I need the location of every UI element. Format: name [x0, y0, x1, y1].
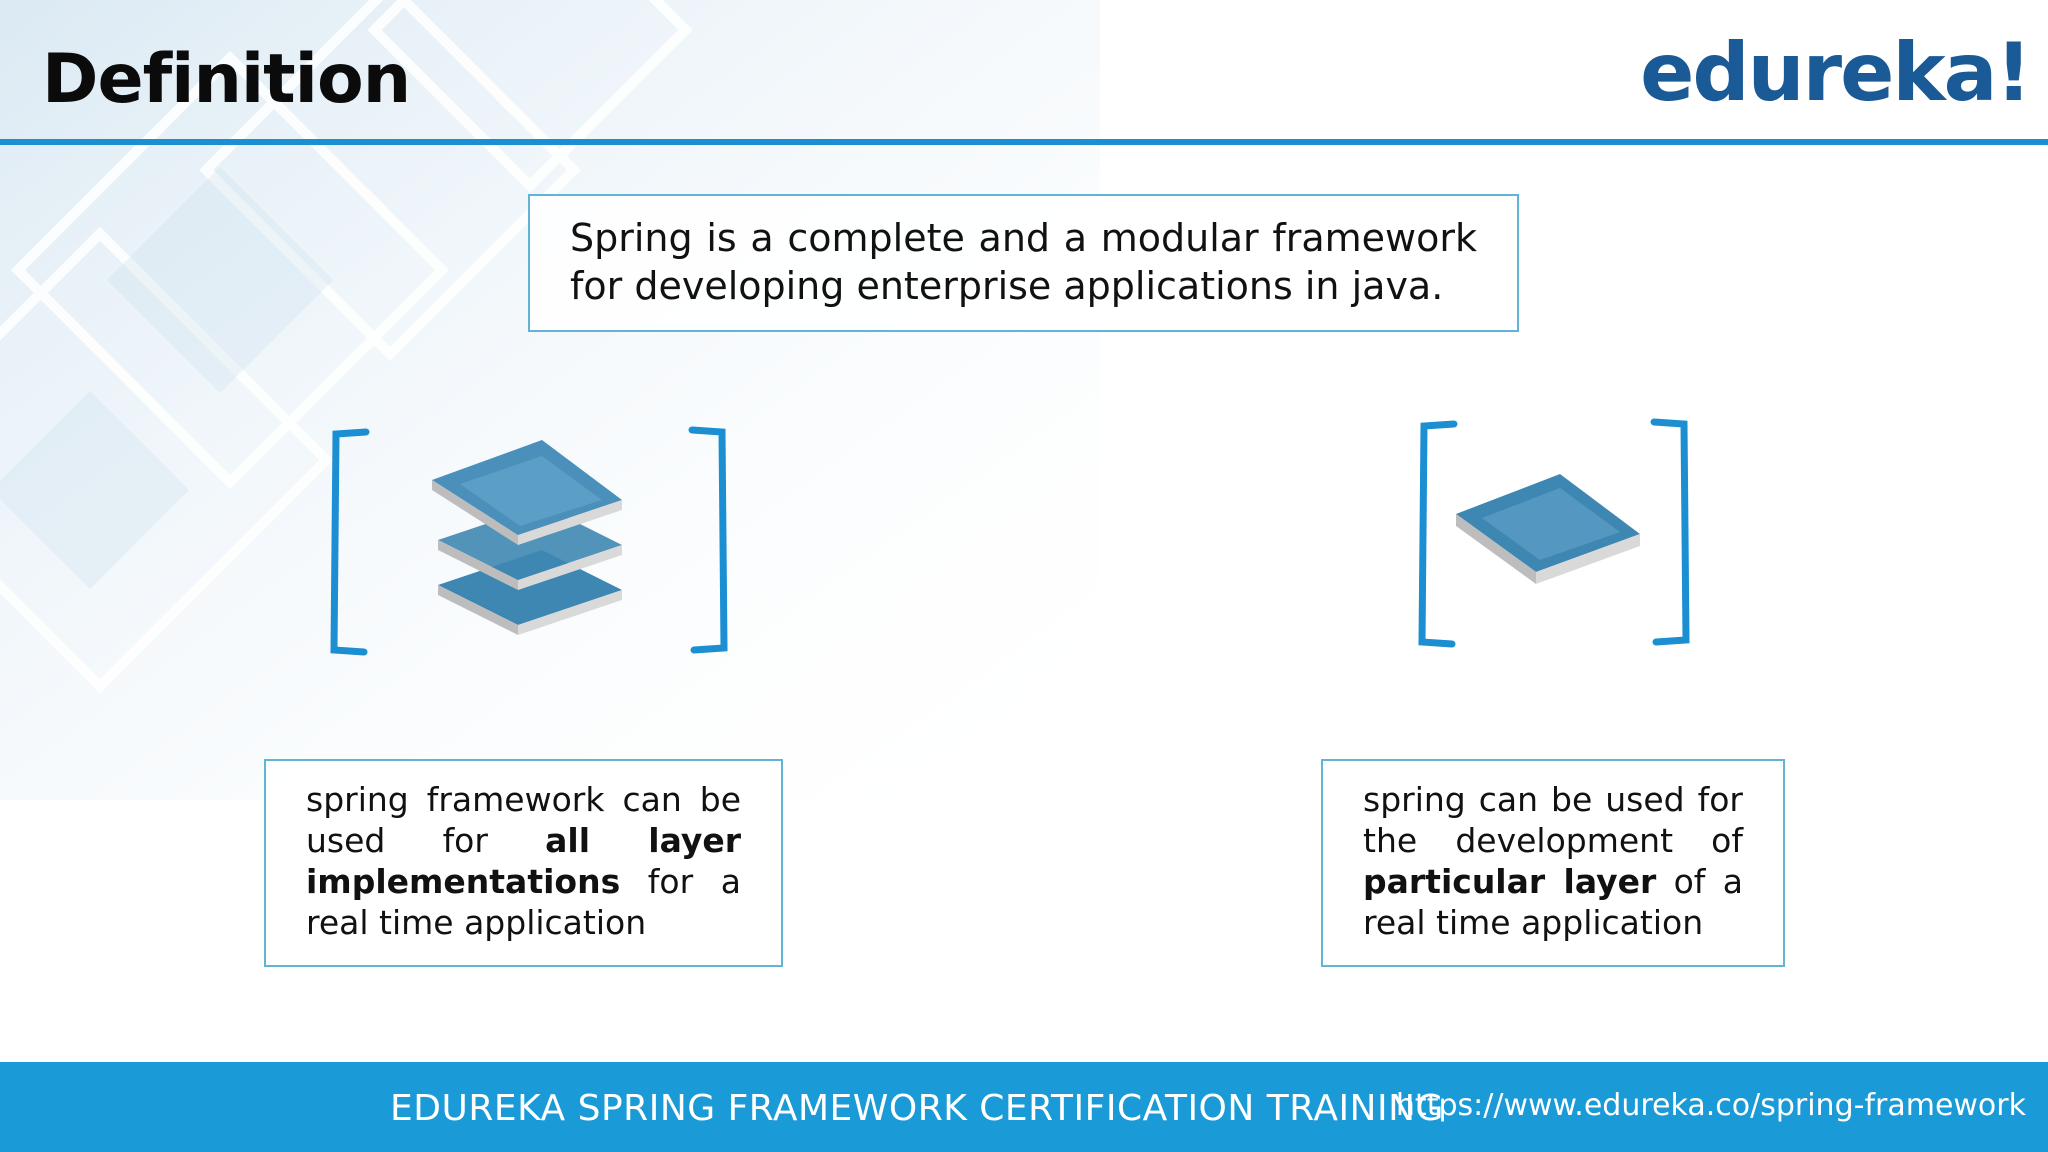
single-layer-icon [1418, 418, 1690, 648]
all-layers-description: spring framework can be used for all lay… [306, 780, 741, 942]
all-layers-card: spring framework can be used for all lay… [264, 759, 783, 967]
background-decoration [0, 0, 1100, 800]
definition-text: Spring is a complete and a modular frame… [570, 216, 1477, 308]
all-layers-emphasis: all layer implementations [306, 821, 741, 901]
footer-url-link[interactable]: https://www.edureka.co/spring-framework [1395, 1088, 2026, 1123]
header-divider [0, 139, 2048, 145]
particular-layer-card: spring can be used for the development o… [1321, 759, 1785, 967]
page-title: Definition [42, 40, 411, 119]
particular-layer-description: spring can be used for the development o… [1363, 780, 1743, 942]
definition-box: Spring is a complete and a modular frame… [528, 194, 1519, 332]
edureka-logo: edureka! [1640, 26, 2032, 119]
particular-layer-emphasis: particular layer [1363, 862, 1657, 901]
stacked-layers-icon [330, 426, 728, 656]
footer-bar: EDUREKA SPRING FRAMEWORK CERTIFICATION T… [0, 1062, 2048, 1152]
footer-title: EDUREKA SPRING FRAMEWORK CERTIFICATION T… [390, 1088, 1444, 1129]
